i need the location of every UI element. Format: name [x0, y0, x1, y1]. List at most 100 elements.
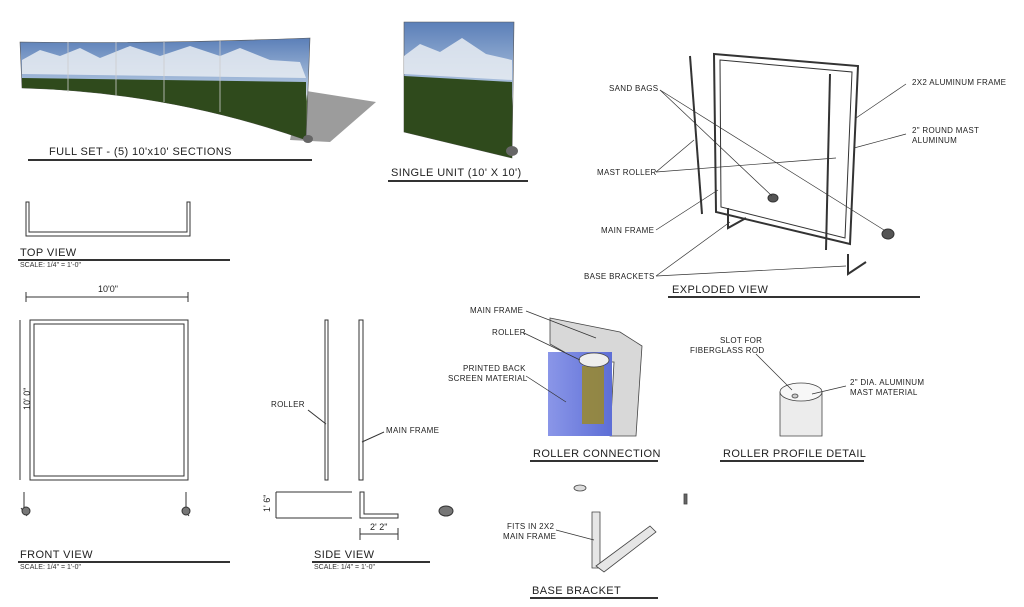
profile-top [779, 382, 823, 402]
roller-profile-title: ROLLER PROFILE DETAIL [723, 448, 867, 460]
single-unit-title: SINGLE UNIT (10' X 10') [391, 167, 522, 179]
single-unit-render [403, 21, 518, 159]
side-roller-tube [324, 319, 329, 481]
label-slot-2: FIBERGLASS ROD [690, 346, 765, 355]
exploded-main-frame [712, 52, 860, 246]
single-unit-mountains [404, 38, 512, 80]
top-view-scale: SCALE: 1/4" = 1'-0" [20, 262, 81, 269]
roller-profile-rule [720, 460, 864, 462]
label-slot-1: SLOT FOR [720, 336, 763, 345]
leader-mast-roller [655, 139, 695, 173]
top-view-title: TOP VIEW [20, 247, 77, 259]
leader-sand-bags-2 [659, 89, 885, 231]
stray-mark [683, 493, 688, 505]
exploded-main-frame-inner [719, 59, 853, 239]
leader-mast-center [655, 157, 837, 173]
label-side-roller: ROLLER [271, 400, 305, 409]
label-round-mast-2: ALUMINUM [912, 136, 958, 145]
leader-base-brackets-1 [655, 221, 731, 277]
full-set-shadow [290, 90, 376, 142]
front-view-drawing [19, 292, 191, 517]
single-unit-rule [388, 180, 528, 182]
side-view-drawing [275, 319, 454, 540]
leader-main-frame [655, 189, 719, 231]
front-view-rule [18, 561, 230, 563]
leader [525, 310, 597, 339]
base-bracket-drawing [555, 484, 688, 573]
leader-aluminum-frame [855, 83, 907, 119]
full-set-title: FULL SET - (5) 10'x10' SECTIONS [49, 146, 232, 158]
leader [307, 409, 327, 425]
label-conn-main-frame: MAIN FRAME [470, 306, 524, 315]
roller-cap [578, 352, 610, 368]
roller-connection-rule [530, 460, 658, 462]
label-printed-back-2: SCREEN MATERIAL [448, 374, 528, 383]
side-view-scale: SCALE: 1/4" = 1'-0" [314, 564, 375, 571]
bracket-foot [595, 525, 657, 573]
leader [811, 385, 847, 395]
connection-roller [582, 366, 604, 424]
front-view-title: FRONT VIEW [20, 549, 93, 561]
sand-bag [21, 506, 31, 516]
leader-sand-bags-1 [659, 89, 773, 197]
top-view-rule [18, 259, 230, 261]
sand-bag [506, 146, 518, 156]
leader-round-mast [853, 133, 907, 149]
sand-bag [438, 505, 454, 517]
label-mast-dia-1: 2" DIA. ALUMINUM [850, 378, 925, 387]
label-fits-2: MAIN FRAME [503, 532, 557, 541]
exploded-bracket-right [847, 254, 867, 276]
side-view-rule [312, 561, 430, 563]
label-aluminum-frame: 2X2 ALUMINUM FRAME [912, 78, 1007, 87]
label-side-main-frame: MAIN FRAME [386, 426, 440, 435]
stray-mark [573, 484, 587, 492]
width-dimension: 10'0" [98, 284, 118, 294]
exploded-right-mast [825, 73, 831, 251]
leader [755, 353, 793, 391]
exploded-view-title: EXPLODED VIEW [672, 284, 769, 296]
front-view-inner [33, 323, 185, 477]
bracket-height-dimension: 1' 6" [262, 494, 272, 512]
base-bracket-rule [530, 597, 658, 599]
side-main-frame-tube [358, 319, 364, 481]
full-set-rule [28, 159, 312, 161]
label-sand-bags: SAND BAGS [609, 84, 659, 93]
side-base-bracket [359, 491, 399, 519]
leader [361, 431, 385, 443]
height-dimension: 10' 0" [22, 387, 32, 410]
label-conn-roller: ROLLER [492, 328, 526, 337]
roller-connection-drawing [523, 310, 643, 437]
top-view-drawing [25, 201, 191, 237]
single-unit-forest [404, 76, 512, 158]
label-round-mast-1: 2" ROUND MAST [912, 126, 980, 135]
leader [523, 332, 581, 361]
label-mast-roller: MAST ROLLER [597, 168, 657, 177]
label-main-frame-exploded: MAIN FRAME [601, 226, 655, 235]
label-base-brackets: BASE BRACKETS [584, 272, 655, 281]
label-fits-1: FITS IN 2X2 [507, 522, 555, 531]
roller-connection-title: ROLLER CONNECTION [533, 448, 661, 460]
label-mast-dia-2: MAST MATERIAL [850, 388, 918, 397]
bracket-depth-dimension: 2' 2" [370, 522, 388, 532]
exploded-view-rule [668, 296, 920, 298]
profile-slot [791, 393, 799, 399]
top-view-frame [25, 201, 191, 237]
sand-bag [767, 193, 779, 203]
forest [22, 78, 306, 140]
sand-bag [303, 135, 313, 143]
exploded-mast-roller [689, 55, 703, 215]
roller-profile-drawing [755, 353, 847, 437]
leader-base-brackets-2 [655, 265, 847, 277]
side-view-title: SIDE VIEW [314, 549, 375, 561]
leader [525, 375, 567, 403]
full-set-render [19, 37, 376, 143]
leader [555, 529, 595, 541]
front-view-scale: SCALE: 1/4" = 1'-0" [20, 564, 81, 571]
exploded-view-drawing [655, 52, 907, 277]
sand-bag [881, 228, 895, 240]
label-printed-back-1: PRINTED BACK [463, 364, 526, 373]
base-bracket-title: BASE BRACKET [532, 585, 622, 597]
sand-bag [181, 506, 191, 516]
exploded-bracket-left [727, 208, 747, 230]
